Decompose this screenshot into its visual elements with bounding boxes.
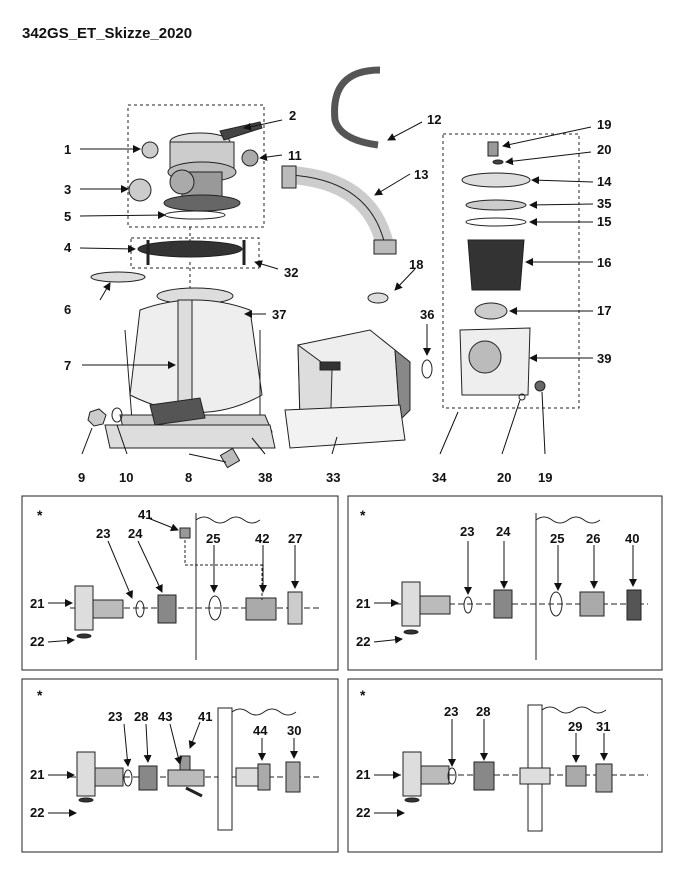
kit-3-labels: * 23 28 43 41 44 30 21 22 (30, 687, 301, 820)
kit-4-labels: * 23 28 29 31 21 22 (356, 687, 610, 820)
callout-5: 5 (64, 209, 71, 224)
kit-1-callout-24: 24 (128, 526, 143, 541)
filter-tank (119, 287, 273, 433)
kit-4-parts (395, 704, 648, 832)
drain-plug (219, 447, 241, 469)
kit-3-parts (70, 707, 320, 831)
callout-labels: 1 2 3 4 5 6 7 8 9 10 11 12 13 14 15 16 1… (64, 108, 612, 485)
o-ring-36 (421, 359, 433, 379)
kit-3-callout-21: 21 (30, 767, 44, 782)
callout-38: 38 (258, 470, 272, 485)
kit-1-callout-41: 41 (138, 507, 152, 522)
callout-18: 18 (409, 257, 423, 272)
kit-3-callout-23: 23 (108, 709, 122, 724)
callout-16: 16 (597, 255, 611, 270)
callout-36: 36 (420, 307, 434, 322)
kit-3-callout-43: 43 (158, 709, 172, 724)
kit-2-parts (395, 513, 648, 660)
kit-4-callout-31: 31 (596, 719, 610, 734)
connection-kit-box-3 (21, 678, 339, 853)
callout-32: 32 (284, 265, 298, 280)
kit-4-callout-21: 21 (356, 767, 370, 782)
kit-1-callout-22: 22 (30, 634, 44, 649)
callout-13: 13 (414, 167, 428, 182)
kit-2-callout-21: 21 (356, 596, 370, 611)
hose (331, 66, 381, 149)
kit-3-callout-44: 44 (253, 723, 268, 738)
kit-2-callout-24: 24 (496, 524, 511, 539)
callout-34: 34 (432, 470, 447, 485)
kit-1-callout-27: 27 (288, 531, 302, 546)
tank-gasket (90, 271, 146, 283)
kit-2-callout-23: 23 (460, 524, 474, 539)
kit-1-callout-42: 42 (255, 531, 269, 546)
tank-base (104, 424, 276, 449)
callout-9: 9 (78, 470, 85, 485)
kit-1-callout-25: 25 (206, 531, 220, 546)
callout-6: 6 (64, 302, 71, 317)
hex-nut (87, 408, 107, 427)
callout-15: 15 (597, 214, 611, 229)
callout-33: 33 (326, 470, 340, 485)
kit-4-callout-22: 22 (356, 805, 370, 820)
kit-2-callout-40: 40 (625, 531, 639, 546)
kit-1-callout-21: 21 (30, 596, 44, 611)
callout-12: 12 (427, 112, 441, 127)
pump-motor (284, 329, 411, 449)
strainer-housing (459, 141, 546, 401)
valve-group-box (127, 104, 265, 228)
kit-1-labels: * 41 23 24 25 42 27 21 22 (30, 507, 302, 649)
diagram-title: 342GS_ET_Skizze_2020 (22, 25, 193, 42)
callout-7: 7 (64, 358, 71, 373)
connection-kit-box-4 (347, 678, 663, 853)
callout-39: 39 (597, 351, 611, 366)
kit-2-callout-25: 25 (550, 531, 564, 546)
pump-group-box (442, 133, 580, 409)
kit-3-callout-41: 41 (198, 709, 212, 724)
kit-4-star: * (360, 687, 366, 703)
connection-kit-box-2 (347, 495, 663, 671)
kit-3-callout-28: 28 (134, 709, 148, 724)
callout-19-top: 19 (597, 117, 611, 132)
kit-2-callout-22: 22 (356, 634, 370, 649)
kit-2-labels: * 23 24 25 26 40 21 22 (356, 507, 639, 649)
kit-1-parts (70, 513, 320, 660)
callout-17: 17 (597, 303, 611, 318)
callout-2: 2 (289, 108, 296, 123)
kit-3-star: * (37, 687, 43, 703)
callout-20-top: 20 (597, 142, 611, 157)
callout-11: 11 (288, 148, 302, 163)
kit-3-callout-30: 30 (287, 723, 301, 738)
callout-10: 10 (119, 470, 133, 485)
kit-1-callout-23: 23 (96, 526, 110, 541)
callout-4: 4 (64, 240, 72, 255)
connection-kit-box-1 (21, 495, 339, 671)
kit-4-callout-23: 23 (444, 704, 458, 719)
kit-3-callout-22: 22 (30, 805, 44, 820)
callout-37: 37 (272, 307, 286, 322)
callout-20-bottom: 20 (497, 470, 511, 485)
kit-2-star: * (360, 507, 366, 523)
kit-2-callout-26: 26 (586, 531, 600, 546)
o-ring-10 (111, 407, 123, 423)
cap-18 (367, 292, 389, 304)
kit-4-callout-28: 28 (476, 704, 490, 719)
callout-8: 8 (185, 470, 192, 485)
kit-4-callout-29: 29 (568, 719, 582, 734)
kit-1-star: * (37, 507, 43, 523)
callout-35: 35 (597, 196, 611, 211)
callout-1: 1 (64, 142, 71, 157)
callout-19-bottom: 19 (538, 470, 552, 485)
multiport-valve (128, 121, 263, 220)
callout-14: 14 (597, 174, 612, 189)
tank-clamp (130, 237, 260, 269)
callout-3: 3 (64, 182, 71, 197)
